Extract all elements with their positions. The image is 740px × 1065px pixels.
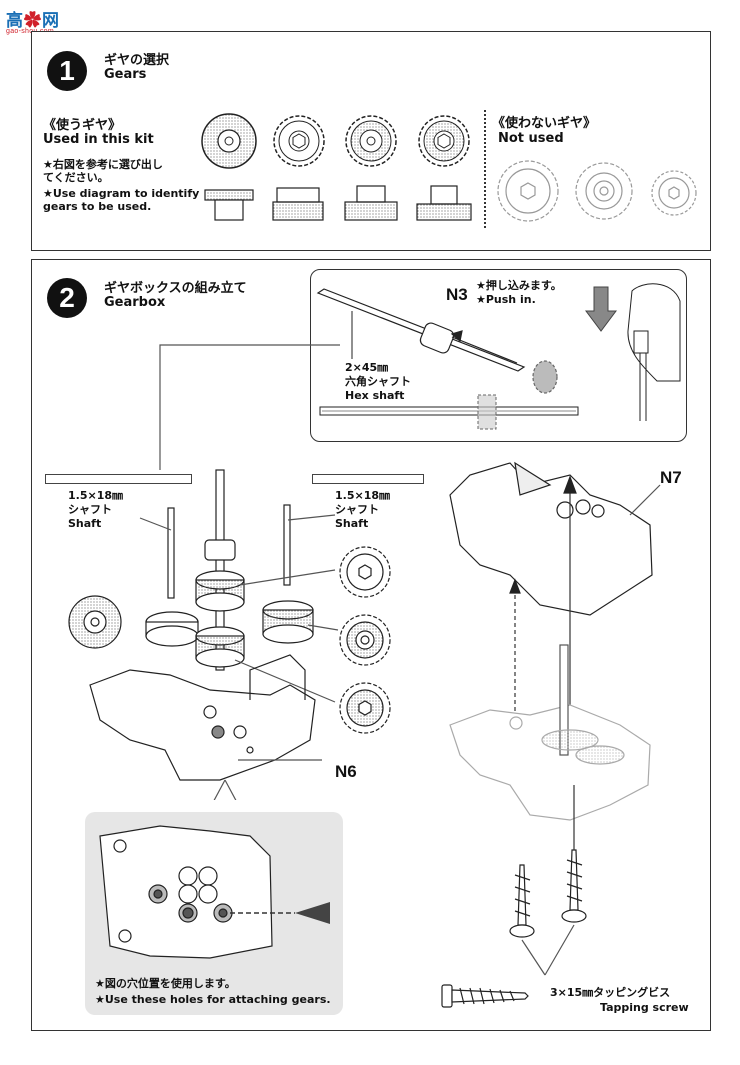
watermark-char-b: 网 [42,11,60,30]
note-en-line2: gears to be used. [43,200,152,213]
used-notused-divider [484,110,486,228]
crown-gear-icon [201,113,257,169]
left-shaft-size: 1.5×18㎜ [68,489,124,502]
site-watermark: 高✿网 gao-shou.com [6,6,60,35]
holes-note-jp: ★図の穴位置を使用します。 [95,977,236,990]
step2-title-en: Gearbox [104,295,166,310]
right-shaft-bar [312,474,424,484]
note-jp-line2: てください。 [43,171,109,184]
holes-detail-drawing [99,825,330,959]
left-shaft-en: Shaft [68,517,102,530]
step1-title-en: Gears [104,67,147,82]
hex-shaft-drawing [316,283,681,430]
spur-gear-2-icon [345,115,397,167]
pointer-arrow-icon [295,902,330,924]
hex-shaft-jp: 六角シャフト [345,375,411,388]
note-jp-line1: ★右図を参考に選び出し [43,158,163,171]
watermark-char-a: 高 [6,11,24,30]
screw-label-jp: 3×15㎜タッピングビス [550,986,671,999]
left-shaft-bar [45,474,192,484]
notused-gears-heading-en: Not used [498,131,564,146]
step2-title-jp: ギヤボックスの組み立て [104,281,247,296]
part-n6-label: N6 [335,762,357,781]
watermark-icon: ✿ [24,11,42,30]
step1-number: 1 [47,51,87,91]
right-shaft-size: 1.5×18㎜ [335,489,391,502]
final-assembly-drawing [441,461,661,1008]
step1-title-jp: ギヤの選択 [104,53,170,68]
holes-note-en: ★Use these holes for attaching gears. [95,993,331,1006]
right-shaft-en: Shaft [335,517,369,530]
tapping-screws-icon [441,785,587,1008]
used-gears-illustration [201,113,472,221]
used-gears-heading-jp: 《使うギヤ》 [43,118,122,133]
hex-shaft-size: 2×45㎜ [345,361,389,374]
notused-gears-illustration [497,160,697,222]
part-n3-label: N3 [446,285,468,304]
push-in-jp: ★押し込みます。 [476,279,562,292]
watermark-url: gao-shou.com [6,28,54,35]
spur-gear-1-icon [273,115,325,167]
gear-side-views [204,185,472,221]
used-gears-heading-en: Used in this kit [43,132,154,147]
notused-gears-heading-jp: 《使わないギヤ》 [492,116,597,131]
step2-number: 2 [47,278,87,318]
note-en-line1: ★Use diagram to identify [43,187,200,200]
screw-label-en: Tapping screw [600,1001,689,1014]
hex-shaft-en: Hex shaft [345,389,405,402]
spur-gear-3-icon [418,115,470,167]
left-shaft-jp: シャフト [68,503,112,516]
push-in-en: ★Push in. [476,293,536,306]
gearbox-assembly-drawing [68,344,391,800]
part-n7-label: N7 [660,468,682,487]
right-shaft-jp: シャフト [335,503,379,516]
